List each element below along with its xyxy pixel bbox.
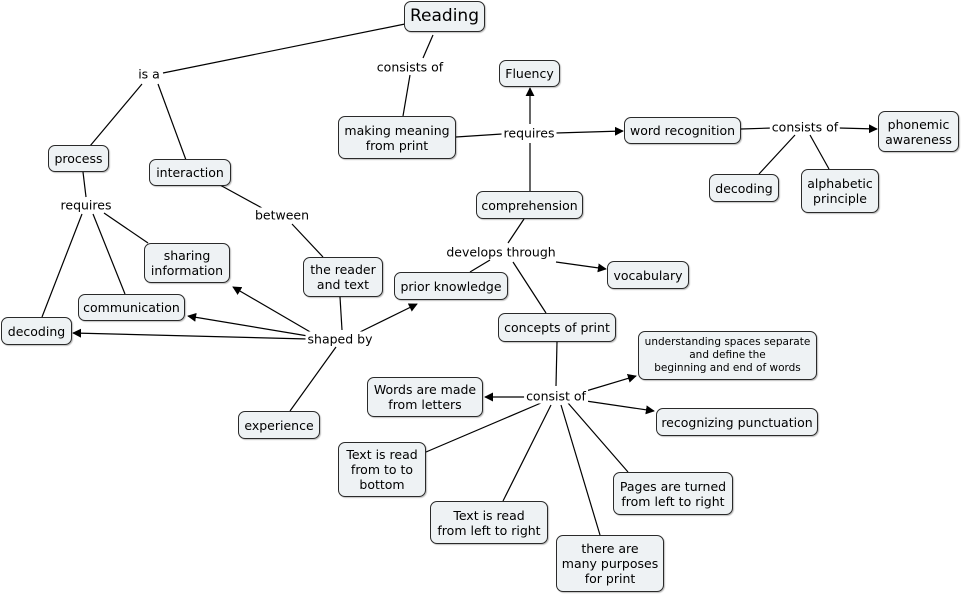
edge-consist-punctuation xyxy=(585,400,655,415)
concept-decoding-left[interactable]: decoding xyxy=(1,317,72,345)
edge-concepts-consist xyxy=(555,341,558,387)
edge-consist-pages xyxy=(567,402,629,473)
concept-comprehension[interactable]: comprehension xyxy=(476,191,583,219)
edge-consist-leftright xyxy=(502,404,552,502)
concept-text-read-left-to-right[interactable]: Text is read from left to right xyxy=(430,501,548,544)
concept-prior-knowledge[interactable]: prior knowledge xyxy=(394,272,508,300)
edge-develops-vocabulary xyxy=(555,261,607,273)
edge-develops-prior xyxy=(469,259,491,273)
concept-words-made-from-letters[interactable]: Words are made from letters xyxy=(367,377,483,417)
edge-consists-alphabetic xyxy=(809,134,830,170)
edge-develops-concepts xyxy=(512,261,547,314)
edge-shaped-decoding xyxy=(72,328,309,340)
concept-experience[interactable]: experience xyxy=(238,411,320,439)
link-shaped-by: shaped by xyxy=(305,331,375,347)
concept-reading[interactable]: Reading xyxy=(404,1,485,32)
concept-vocabulary[interactable]: vocabulary xyxy=(607,261,689,289)
edge-consist-purposes xyxy=(560,404,601,536)
edge-requires-word-recognition xyxy=(555,126,624,136)
edge-wordrec-consists xyxy=(740,127,773,130)
concept-pages-turned-left-to-right[interactable]: Pages are turned from left to right xyxy=(613,472,733,515)
concept-decoding-right[interactable]: decoding xyxy=(709,174,779,202)
concept-the-reader-and-text[interactable]: the reader and text xyxy=(303,257,383,297)
edge-shaped-communication xyxy=(187,312,309,337)
concept-making-meaning-from-print[interactable]: making meaning from print xyxy=(338,116,456,159)
edge-is-a-process xyxy=(89,83,143,147)
edge-shaped-sharing xyxy=(232,286,313,334)
concept-process[interactable]: process xyxy=(48,145,109,172)
concept-purposes-for-print[interactable]: there are many purposes for print xyxy=(556,535,664,592)
edge-reading-consists xyxy=(422,34,434,59)
link-requires-top: requires xyxy=(501,125,557,141)
edge-consists-making xyxy=(402,74,411,117)
concept-communication[interactable]: communication xyxy=(78,294,185,321)
edge-process-requires xyxy=(82,171,87,198)
concept-alphabetic-principle[interactable]: alphabetic principle xyxy=(801,169,879,213)
link-requires-left: requires xyxy=(58,197,114,213)
concept-fluency[interactable]: Fluency xyxy=(499,60,560,87)
concept-interaction[interactable]: interaction xyxy=(149,159,231,186)
edge-consist-textbottom xyxy=(425,402,542,453)
edge-making-requires xyxy=(455,133,503,138)
edge-consist-understanding xyxy=(585,374,637,392)
edge-requires-decoding xyxy=(41,213,83,318)
concept-sharing-information[interactable]: sharing information xyxy=(144,243,230,283)
edge-comprehension-develops xyxy=(507,218,525,244)
concept-word-recognition[interactable]: word recognition xyxy=(624,117,741,144)
link-consists-of-right: consists of xyxy=(769,119,841,135)
edge-consists-decoding xyxy=(758,134,796,175)
concept-concepts-of-print[interactable]: concepts of print xyxy=(498,313,616,342)
link-develops-through: develops through xyxy=(444,244,558,260)
edge-shaped-experience xyxy=(289,346,337,412)
edge-requires-sharing xyxy=(103,212,149,244)
link-between: between xyxy=(252,207,312,223)
edge-reading-is-a xyxy=(162,23,406,74)
link-consists-of-top: consists of xyxy=(374,59,446,75)
edge-interaction-between xyxy=(219,184,263,209)
edge-reader-shaped xyxy=(339,296,343,331)
edge-requires-communication xyxy=(92,213,126,295)
edge-consists-phonemic xyxy=(838,124,878,134)
edge-is-a-interaction xyxy=(157,83,187,161)
concept-understanding-spaces[interactable]: understanding spaces separate and define… xyxy=(638,331,817,380)
link-is-a: is a xyxy=(136,66,162,82)
edge-between-reader xyxy=(291,223,324,258)
concept-phonemic-awareness[interactable]: phonemic awareness xyxy=(878,111,959,152)
concept-text-read-top-to-bottom[interactable]: Text is read from to to bottom xyxy=(338,442,426,497)
concept-recognizing-punctuation[interactable]: recognizing punctuation xyxy=(656,408,818,436)
edge-shaped-prior xyxy=(359,303,418,333)
link-consist-of: consist of xyxy=(524,388,588,404)
